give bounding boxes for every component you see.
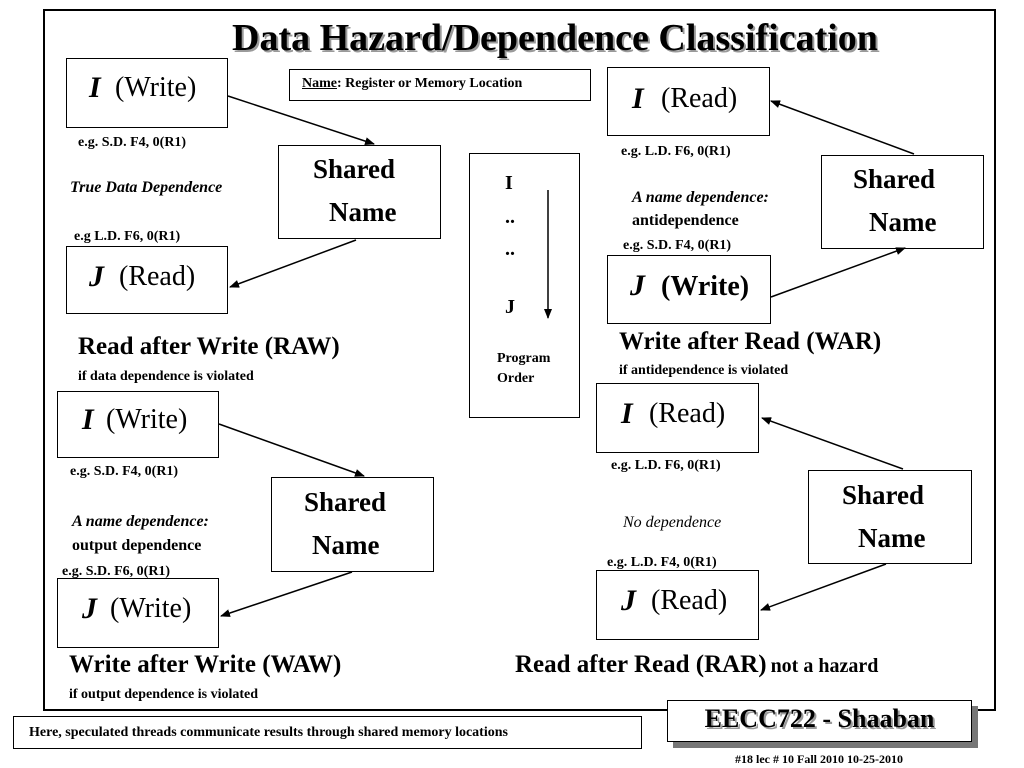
war-arrow-shared-to-i bbox=[770, 100, 915, 155]
war-j-example: e.g. S.D. F4, 0(R1) bbox=[623, 238, 732, 253]
rar-j-letter: J bbox=[621, 584, 636, 617]
rar-j-op: (Read) bbox=[651, 585, 728, 616]
program-order-label-1: Program bbox=[497, 351, 551, 366]
rar-i-op: (Read) bbox=[649, 398, 726, 429]
raw-dependence: True Data Dependence bbox=[70, 179, 223, 196]
war-dependence-1: A name dependence: bbox=[632, 189, 769, 206]
waw-dependence-1: A name dependence: bbox=[72, 513, 209, 530]
war-i-op: (Read) bbox=[661, 83, 738, 114]
name-definition-box: Name: Register or Memory Location bbox=[289, 69, 591, 101]
waw-shared-label: Shared bbox=[304, 487, 387, 517]
waw-j-example: e.g. S.D. F6, 0(R1) bbox=[62, 564, 171, 579]
rar-dependence: No dependence bbox=[623, 514, 722, 531]
waw-dependence-2: output dependence bbox=[72, 537, 202, 554]
war-heading: Write after Read (WAR) bbox=[619, 328, 882, 355]
raw-i-example: e.g. S.D. F4, 0(R1) bbox=[78, 135, 187, 150]
rar-arrow-shared-to-j bbox=[760, 563, 887, 611]
rar-i-example: e.g. L.D. F6, 0(R1) bbox=[611, 458, 721, 473]
raw-j-op: (Read) bbox=[119, 261, 196, 292]
rar-heading: Read after Read (RAR) bbox=[515, 651, 767, 678]
rar-shared-label: Shared bbox=[842, 480, 925, 510]
war-j-op: (Write) bbox=[661, 271, 750, 302]
waw-heading: Write after Write (WAW) bbox=[69, 651, 342, 678]
war-dependence-2: antidependence bbox=[632, 212, 739, 229]
program-order-dots-1: .. bbox=[505, 206, 515, 228]
raw-shared-name-box: Shared Name bbox=[278, 145, 441, 239]
war-arrow-j-to-shared bbox=[770, 247, 906, 298]
program-order-box: I .. .. J Program Order bbox=[469, 153, 580, 418]
war-i-letter: I bbox=[632, 82, 644, 115]
raw-subheading: if data dependence is violated bbox=[78, 369, 254, 384]
raw-i-box: I (Write) bbox=[66, 58, 228, 128]
rar-heading-line: Read after Read (RAR) not a hazard bbox=[515, 651, 878, 679]
waw-j-letter: J bbox=[82, 592, 97, 625]
raw-arrow-shared-to-j bbox=[229, 239, 357, 288]
program-order-dots-2: .. bbox=[505, 238, 515, 260]
program-order-label-2: Order bbox=[497, 371, 535, 386]
waw-i-letter: I bbox=[82, 403, 94, 436]
name-definition-label: Name bbox=[302, 76, 337, 91]
waw-name-label: Name bbox=[312, 530, 380, 560]
course-label: EECC722 - Shaaban bbox=[667, 700, 972, 742]
war-j-letter: J bbox=[630, 269, 645, 302]
raw-i-op: (Write) bbox=[115, 72, 197, 103]
waw-i-example: e.g. S.D. F4, 0(R1) bbox=[70, 464, 179, 479]
rar-i-letter: I bbox=[621, 397, 633, 430]
raw-j-example: e.g L.D. F6, 0(R1) bbox=[74, 229, 181, 244]
rar-name-label: Name bbox=[858, 523, 926, 553]
raw-shared-label: Shared bbox=[313, 154, 396, 184]
rar-j-example: e.g. L.D. F4, 0(R1) bbox=[607, 555, 717, 570]
rar-heading-note: not a hazard bbox=[770, 655, 879, 677]
war-i-example: e.g. L.D. F6, 0(R1) bbox=[621, 144, 731, 159]
raw-heading: Read after Write (RAW) bbox=[78, 333, 340, 360]
rar-j-box: J (Read) bbox=[596, 570, 759, 640]
waw-j-op: (Write) bbox=[110, 593, 192, 624]
rar-arrow-shared-to-i bbox=[761, 417, 904, 470]
raw-j-box: J (Read) bbox=[66, 246, 228, 314]
waw-j-box: J (Write) bbox=[57, 578, 219, 648]
waw-arrow-shared-to-j bbox=[220, 571, 353, 617]
waw-subheading: if output dependence is violated bbox=[69, 687, 259, 702]
rar-shared-name-box: Shared Name bbox=[808, 470, 972, 564]
program-order-top: I bbox=[505, 172, 513, 194]
war-name-label: Name bbox=[869, 207, 937, 237]
slide-id: #18 lec # 10 Fall 2010 10-25-2010 bbox=[735, 752, 903, 766]
raw-j-letter: J bbox=[89, 260, 104, 293]
waw-arrow-i-to-shared bbox=[218, 423, 365, 477]
rar-i-box: I (Read) bbox=[596, 383, 759, 453]
raw-arrow-i-to-shared bbox=[227, 95, 375, 145]
footer-note: Here, speculated threads communicate res… bbox=[13, 716, 642, 749]
slide-frame bbox=[43, 9, 996, 711]
raw-i-letter: I bbox=[89, 71, 101, 104]
program-order-bottom: J bbox=[505, 296, 515, 318]
name-definition-text: : Register or Memory Location bbox=[337, 76, 523, 91]
waw-shared-name-box: Shared Name bbox=[271, 477, 434, 572]
war-shared-label: Shared bbox=[853, 164, 936, 194]
raw-name-label: Name bbox=[329, 197, 397, 227]
war-j-box: J (Write) bbox=[607, 255, 771, 324]
war-i-box: I (Read) bbox=[607, 67, 770, 136]
slide-title: Data Hazard/Dependence Classification bbox=[232, 17, 878, 59]
war-subheading: if antidependence is violated bbox=[619, 363, 789, 378]
waw-i-box: I (Write) bbox=[57, 391, 219, 458]
waw-i-op: (Write) bbox=[106, 404, 188, 435]
